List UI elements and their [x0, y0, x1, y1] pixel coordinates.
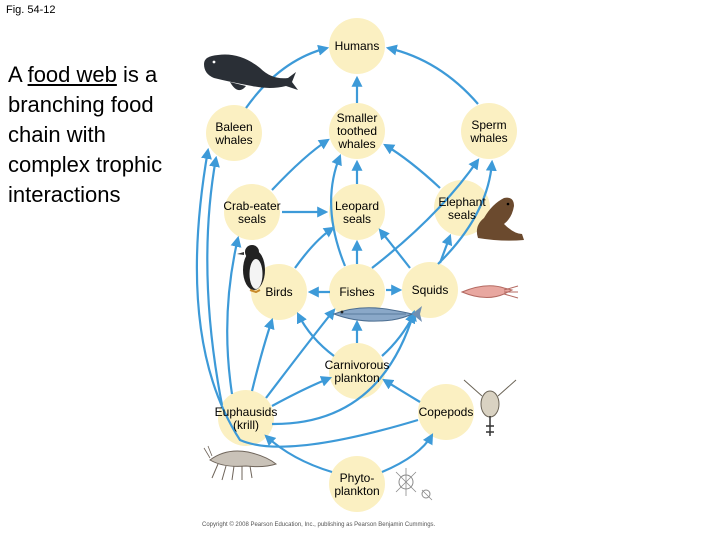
arrow-euphausids-to-carnivorous: [271, 376, 333, 407]
arrow-euphausids-to-fishes: [265, 308, 336, 399]
label-copepods: Copepods: [419, 405, 474, 419]
phytoplankton-icon: [395, 468, 433, 501]
fish-icon: [332, 306, 422, 322]
node-fishes: [329, 264, 385, 320]
arrow-carnivorous-to-squids: [381, 312, 415, 357]
label-humans: Humans: [335, 39, 380, 53]
arrow-euphausids-to-squids: [271, 309, 417, 426]
figure-label: Fig. 54-12: [6, 4, 56, 16]
node-copepods: [418, 384, 474, 440]
copyright-text: Copyright © 2008 Pearson Education, Inc.…: [202, 521, 436, 528]
copepod-icon: [463, 379, 517, 436]
node-carnivorous-plankton: [329, 343, 385, 399]
caption: A food web is a branching food chain wit…: [8, 60, 178, 210]
penguin-icon: [237, 245, 265, 294]
arrow-crabeater-to-smaller-toothed: [271, 138, 330, 191]
node-leopard-seals: [329, 184, 385, 240]
node-crabeater-seals: [224, 184, 280, 240]
arrow-copepods-to-carnivorous: [382, 378, 421, 403]
arrow-phyto-to-copepods: [381, 433, 434, 474]
arrow-sperm-to-humans: [385, 44, 479, 105]
node-euphausids: [218, 390, 274, 446]
arrow-copepods-to-baleen: [195, 147, 419, 448]
node-elephant-seals: [434, 180, 490, 236]
caption-prefix: A: [8, 62, 28, 87]
arrow-euphausids-to-crabeater: [226, 235, 242, 395]
arrow-squids-to-elephant: [438, 233, 453, 264]
whale-icon: [204, 54, 298, 91]
elephant-seal-icon: [476, 197, 524, 241]
arrow-birds-to-leopard: [294, 226, 335, 269]
node-squids: [402, 262, 458, 318]
feeding-arrows: [195, 44, 497, 474]
arrow-fishes-to-smaller-toothed: [330, 153, 347, 267]
node-humans: [329, 18, 385, 74]
node-phytoplankton: [329, 456, 385, 512]
arrow-euphausids-to-baleen: [206, 155, 224, 406]
krill-icon: [203, 445, 278, 481]
label-euphausids: Euphausids(krill): [215, 405, 278, 432]
squid-icon: [460, 285, 519, 299]
label-fishes: Fishes: [339, 285, 374, 299]
arrow-carnivorous-to-birds: [297, 312, 335, 357]
node-sperm-whales: [461, 103, 517, 159]
arrow-squids-to-sperm: [437, 159, 497, 265]
caption-suffix: is a branching food chain with complex t…: [8, 62, 163, 207]
node-birds: [251, 264, 307, 320]
node-smaller-toothed-whales: [329, 103, 385, 159]
arrow-fishes-to-sperm: [371, 158, 480, 269]
arrow-baleen-to-humans: [245, 44, 330, 109]
label-squids: Squids: [412, 283, 449, 297]
arrow-elephant-to-smaller-toothed: [383, 143, 441, 189]
node-circles: [206, 18, 517, 512]
label-birds: Birds: [265, 285, 292, 299]
node-baleen-whales: [206, 105, 262, 161]
label-phytoplankton: Phyto-plankton: [334, 471, 379, 498]
arrow-squids-to-leopard: [378, 228, 411, 269]
arrow-phyto-to-euphausids: [264, 434, 333, 474]
food-web-link[interactable]: food web: [27, 62, 117, 87]
arrow-euphausids-to-birds: [250, 317, 275, 392]
organism-illustrations: [203, 54, 524, 501]
